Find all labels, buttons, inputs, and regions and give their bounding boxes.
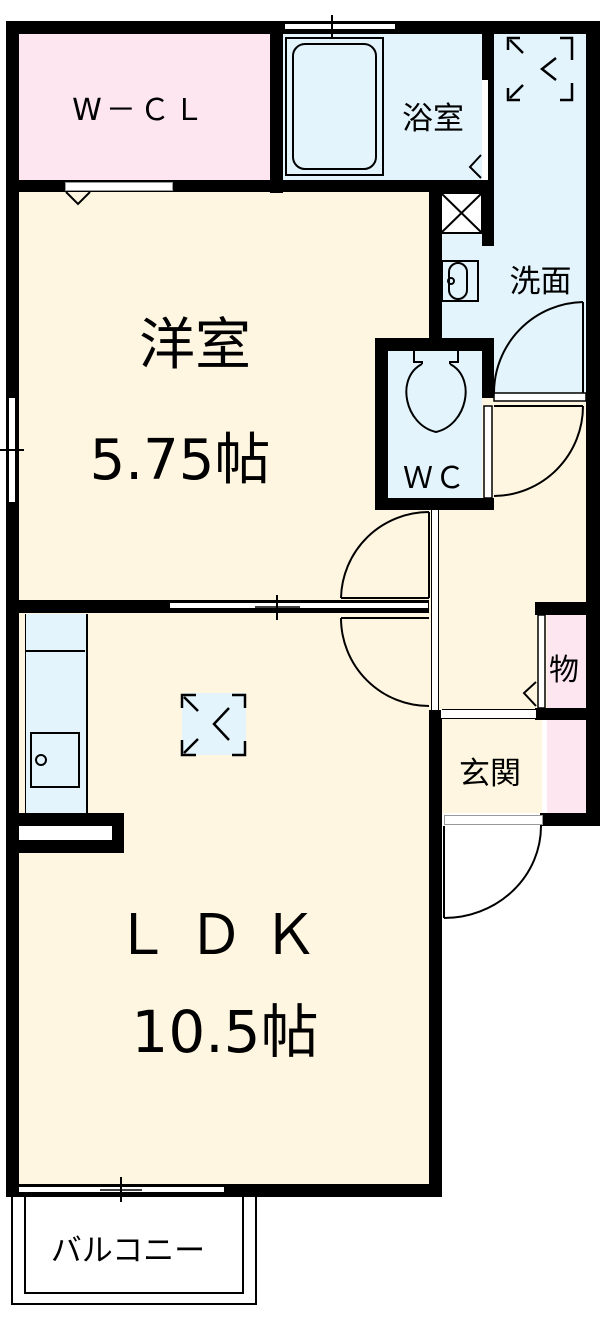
wall-outer-right xyxy=(586,21,600,826)
room-label-bath: 浴室 xyxy=(402,101,464,137)
kitchen-sink-icon xyxy=(25,650,85,788)
balcony-railing xyxy=(11,1197,257,1305)
ldk-door[interactable] xyxy=(340,617,430,707)
wall-storage-top xyxy=(535,602,600,615)
toilet-bowl-icon xyxy=(405,350,467,434)
wall-ldk-right xyxy=(429,710,442,1197)
entrance-door[interactable] xyxy=(443,825,542,919)
bath-door-opening[interactable] xyxy=(482,80,488,180)
wcl-door-opening[interactable] xyxy=(65,182,173,191)
wall-bath-right xyxy=(482,21,494,246)
wall-bedroom-right xyxy=(429,180,442,345)
room-entrance xyxy=(440,718,542,813)
washbasin-icon xyxy=(441,260,479,302)
room-toilet xyxy=(387,350,482,500)
pipe-shaft-x-icon xyxy=(440,192,483,234)
window-bath-top[interactable] xyxy=(285,24,395,29)
room-label-toilet: ＷＣ xyxy=(403,461,467,496)
wall-wc-box-bottom xyxy=(375,498,494,510)
bedroom-door[interactable] xyxy=(340,511,430,599)
hall-left-frame xyxy=(431,510,439,710)
wall-wc-box-left xyxy=(375,338,388,510)
room-label-wcl: W－ＣＬ xyxy=(72,93,208,128)
ldk-sliding-door[interactable] xyxy=(170,603,428,608)
wc-door[interactable] xyxy=(493,405,584,497)
room-label-ldk: ＬＤＫ xyxy=(114,903,336,968)
hall-entrance-step xyxy=(440,709,537,719)
room-bedroom xyxy=(18,192,429,600)
room-label-balcony: バルコニー xyxy=(50,1233,206,1269)
room-label-bedroom: 洋室 xyxy=(139,313,251,378)
wall-wc-box-top xyxy=(375,338,494,351)
room-label-washroom: 洗面 xyxy=(509,264,572,300)
bathtub-icon xyxy=(285,37,384,176)
kitchen-wall-stub-inner xyxy=(19,826,112,840)
wall-wc-box-right xyxy=(482,338,494,398)
ventilation-fan-icon xyxy=(506,36,574,102)
entrance-door-opening[interactable] xyxy=(444,815,543,825)
ventilation-fan-icon xyxy=(180,693,247,757)
washroom-door[interactable] xyxy=(493,301,584,394)
room-label-entrance: 玄関 xyxy=(459,756,521,792)
room-label-storage: 物 xyxy=(549,653,579,688)
room-wcl xyxy=(18,33,270,181)
room-size-bedroom: 5.75帖 xyxy=(89,428,271,493)
wall-storage-bottom xyxy=(535,708,600,720)
kitchen-counter xyxy=(25,614,88,814)
room-size-ldk: 10.5帖 xyxy=(131,998,319,1066)
wall-entrance-bottom xyxy=(540,813,600,826)
wall-wcl-right xyxy=(270,21,283,193)
